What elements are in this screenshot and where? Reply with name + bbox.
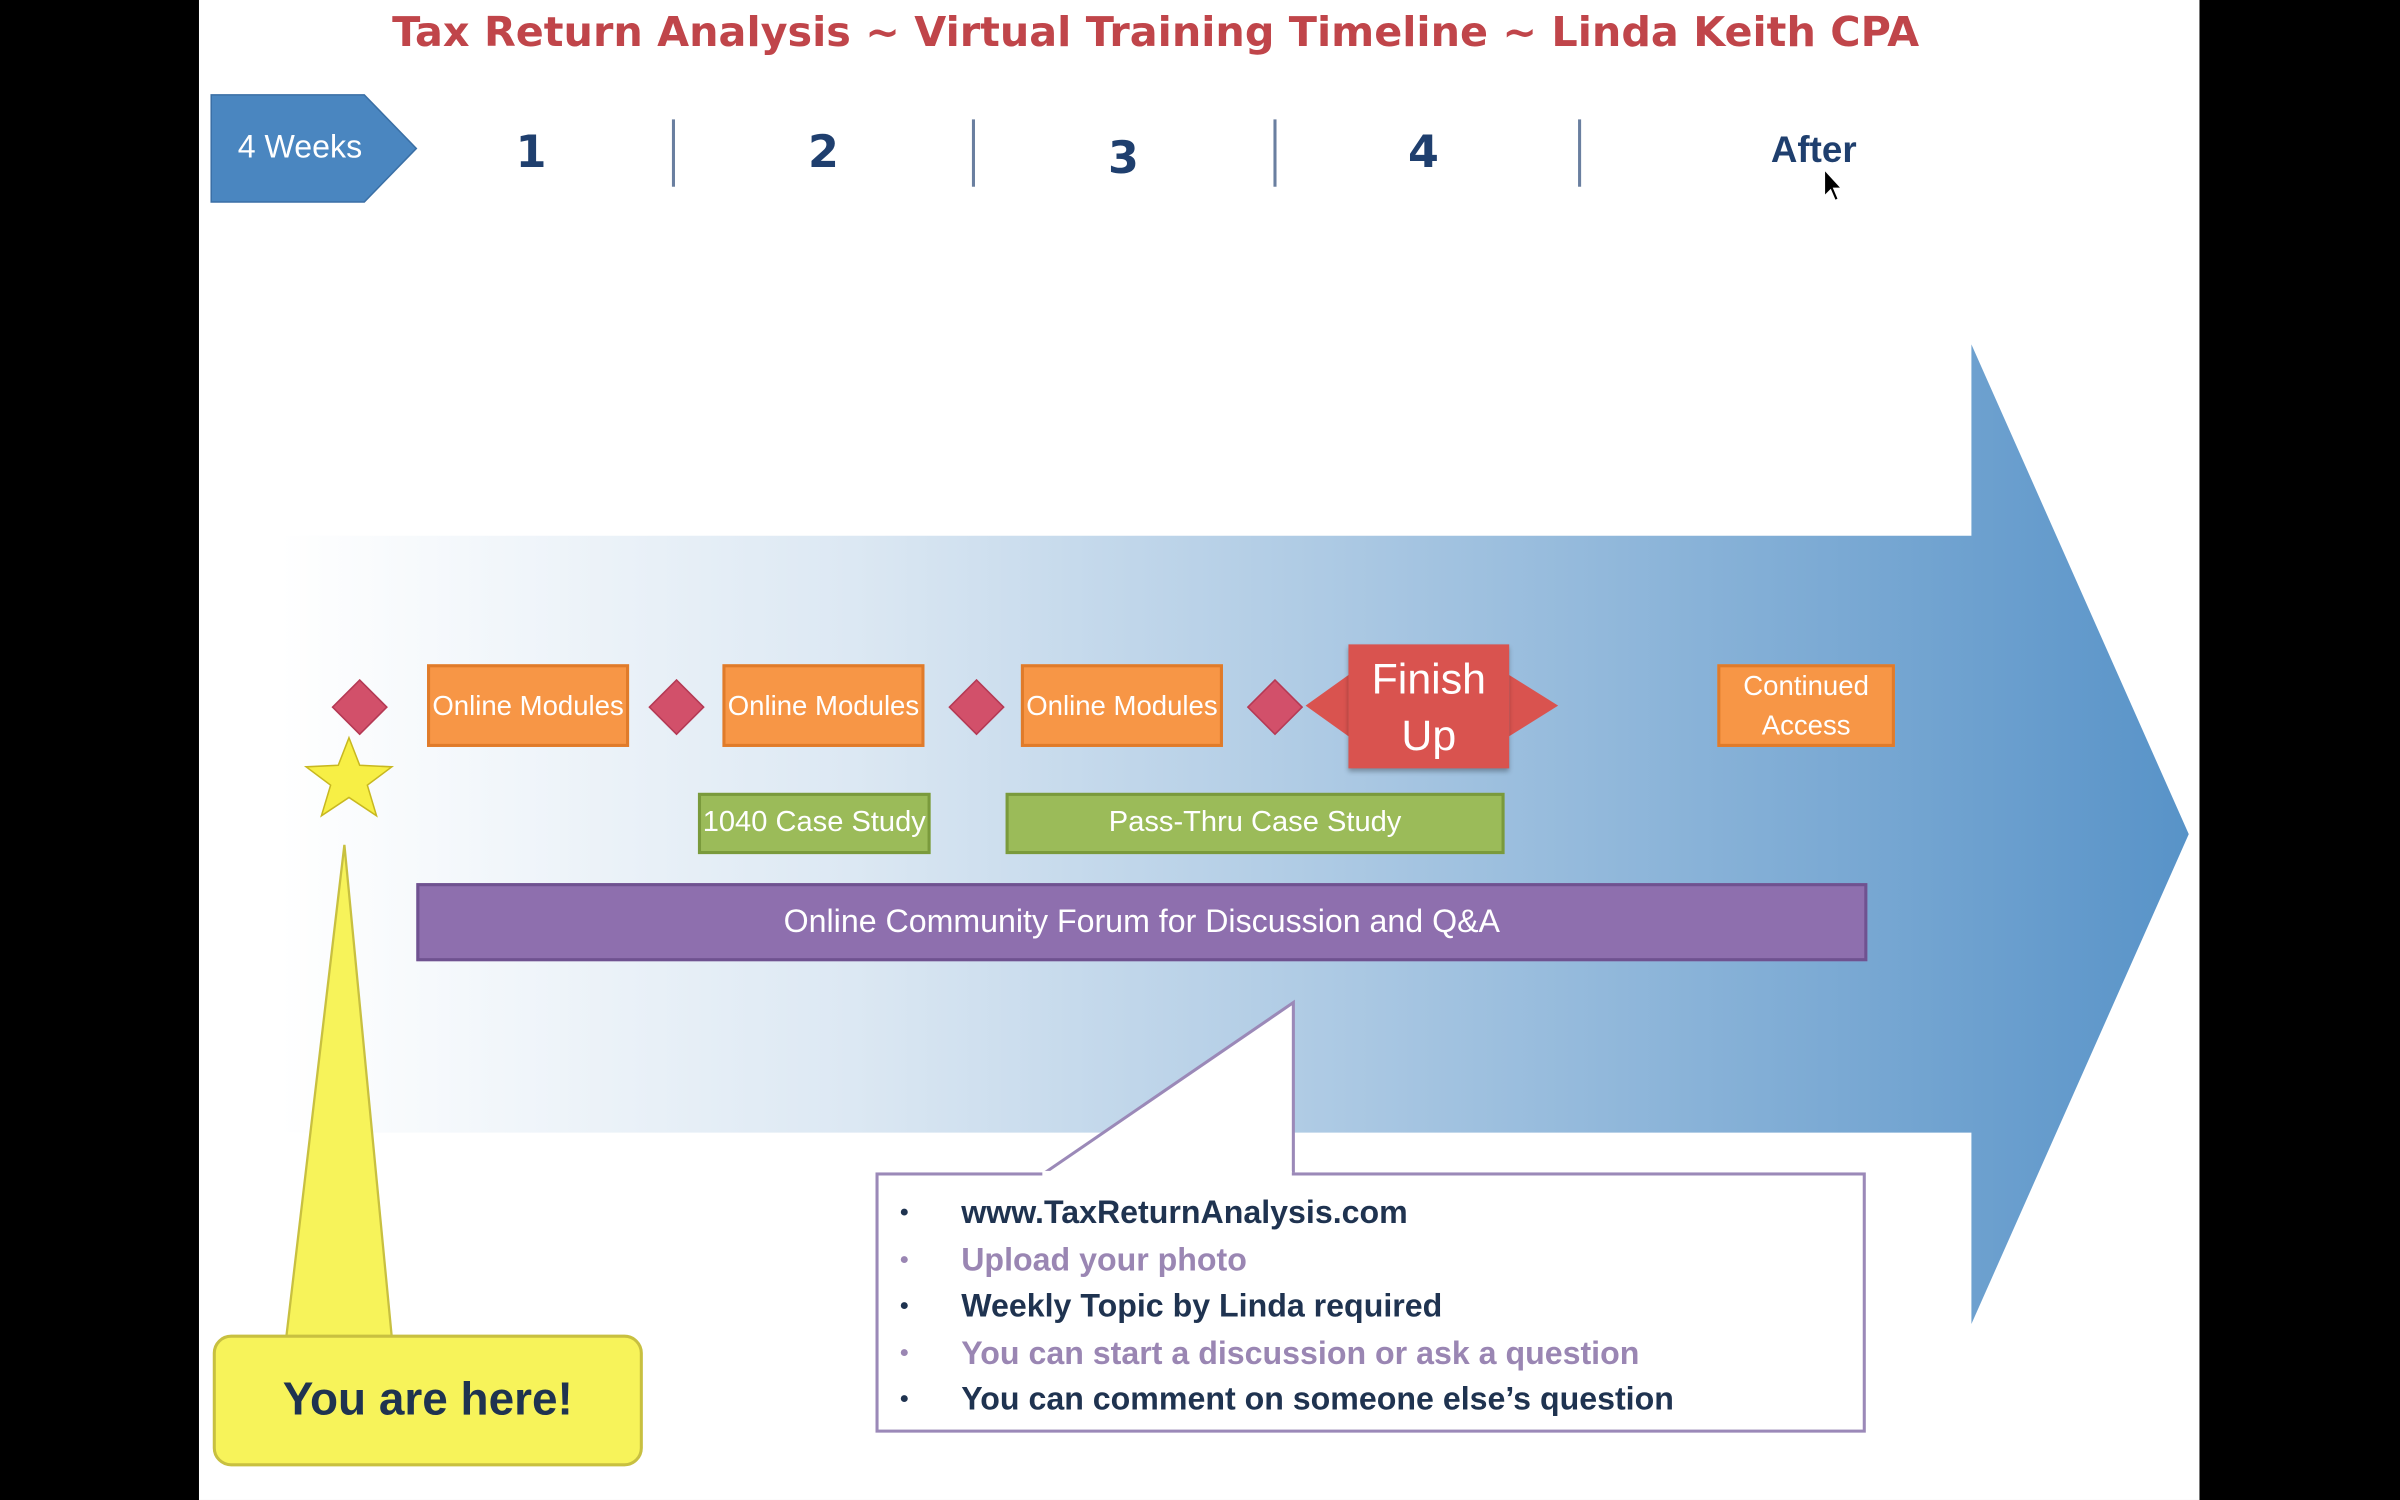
week-divider [671, 119, 675, 187]
callout-joint [1042, 1170, 1292, 1178]
week-divider [1578, 119, 1582, 187]
finish-up-box: Finish Up [1348, 644, 1510, 769]
forum-notes-list: www.TaxReturnAnalysis.com Upload your ph… [879, 1191, 1863, 1424]
note-item: You can comment on someone else’s questi… [879, 1378, 1863, 1425]
week-divider [971, 119, 975, 187]
duration-chevron [210, 94, 418, 203]
note-item: You can start a discussion or ask a ques… [879, 1331, 1863, 1378]
note-item: Upload your photo [879, 1237, 1863, 1284]
week-4: 4 [1408, 125, 1439, 178]
online-modules-week-1: Online Modules [427, 664, 630, 747]
continued-access: Continued Access [1717, 664, 1895, 747]
slide-title: Tax Return Analysis ~ Virtual Training T… [392, 9, 1920, 57]
star-icon [303, 735, 394, 818]
week-3: 3 [1108, 131, 1139, 184]
online-modules-week-3: Online Modules [1020, 664, 1223, 747]
community-forum-bar: Online Community Forum for Discussion an… [416, 883, 1868, 962]
week-2: 2 [808, 125, 839, 178]
week-1: 1 [515, 125, 547, 178]
you-are-here-callout: You are here! [212, 1334, 643, 1467]
case-study-1040: 1040 Case Study [697, 792, 931, 855]
finish-arrow-left [1305, 674, 1349, 737]
finish-arrow-right [1509, 674, 1559, 737]
case-study-pass-thru: Pass-Thru Case Study [1005, 792, 1505, 855]
week-after: After [1770, 130, 1857, 172]
note-item: Weekly Topic by Linda required [879, 1284, 1863, 1331]
note-item: www.TaxReturnAnalysis.com [879, 1191, 1863, 1238]
week-divider [1273, 119, 1277, 187]
duration-label: 4 Weeks [237, 130, 363, 166]
online-modules-week-2: Online Modules [722, 664, 925, 747]
mouse-cursor-icon [1823, 168, 1843, 202]
forum-notes-callout: www.TaxReturnAnalysis.com Upload your ph… [875, 1172, 1866, 1433]
